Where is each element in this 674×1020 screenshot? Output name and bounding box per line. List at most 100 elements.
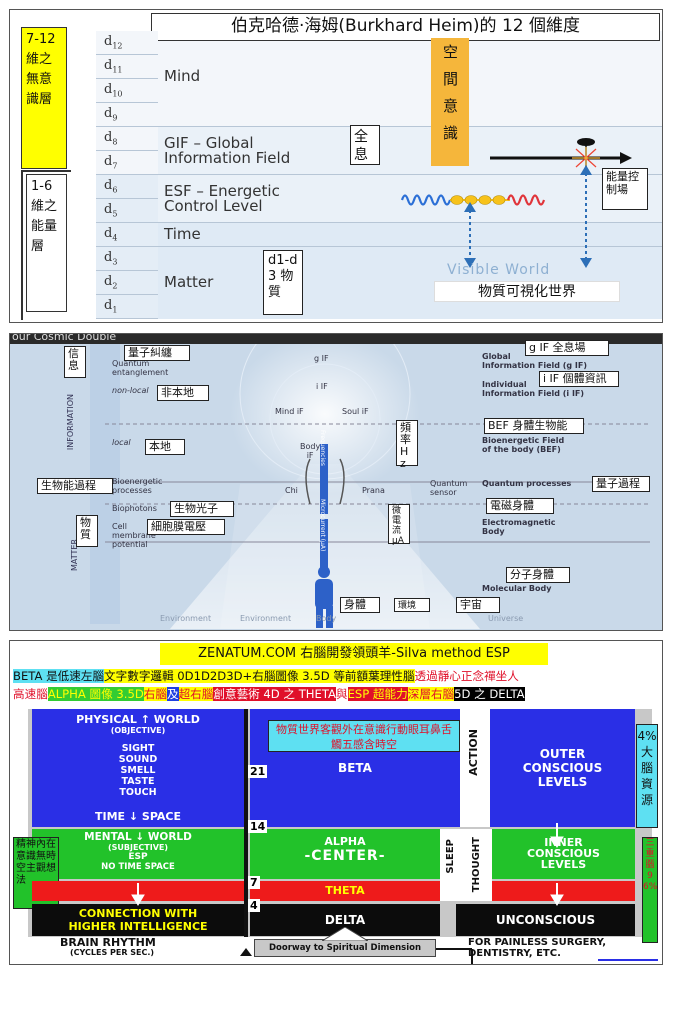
box-microvolt: 微電流 μA	[388, 504, 410, 546]
box-xinxi: 信息	[64, 346, 86, 378]
heim-dimensions-panel: 伯克哈德·海姆(Burkhard Heim)的 12 個維度 7-12 維之無意…	[9, 9, 663, 323]
band-matter: Matter	[164, 273, 214, 291]
alpha-block: ALPHA -CENTER-	[250, 829, 440, 879]
label-cell-membrane: Cell membrane potential	[112, 522, 156, 549]
label-body-if: Body iF	[300, 442, 321, 460]
four-percent-note: 4%大腦資源	[636, 724, 658, 828]
axis-information: INFORMATION	[66, 394, 75, 451]
painless-label: FOR PAINLESS SURGERY, DENTISTRY, ETC.	[468, 937, 606, 959]
box-molecular: 分子身體	[506, 567, 570, 583]
intro-segment: BETA 是低速左腦	[13, 669, 105, 683]
label-env1: Environment	[160, 614, 212, 623]
sense-item: TOUCH	[119, 787, 157, 798]
matter-band-bg	[158, 223, 662, 319]
thought-column: THOUGHT	[464, 829, 492, 901]
inner-levels-block: INNER CONSCIOUS LEVELS	[492, 829, 635, 879]
scale-14: 14	[248, 820, 268, 833]
label-individual-if: Individual Information Field (i IF)	[482, 380, 585, 398]
visible-world-arrows	[464, 165, 592, 268]
dimension-label: d11	[96, 55, 158, 79]
box-local: 本地	[145, 439, 185, 455]
box-body: 身體	[340, 597, 380, 613]
intro-segment: 及	[166, 687, 179, 701]
light-diagram	[90, 344, 650, 629]
dimension-label: d10	[96, 79, 158, 103]
box-iif: i IF 個體資訊	[539, 371, 619, 387]
label-env-mid: Environment	[240, 614, 292, 623]
group-unconscious: 7-12 維之無意識層	[21, 27, 67, 169]
page-title: 伯克哈德·海姆(Burkhard Heim)的 12 個維度	[151, 13, 660, 41]
cosmic-double-panel: our Cosmic Double INFORMATION MATTER Qua…	[9, 333, 663, 631]
label-em-body: Electromagnetic Body	[482, 518, 556, 536]
label-bef: Bioenergetic Field of the body (BEF)	[482, 436, 565, 454]
brain-rhythm-label: BRAIN RHYTHM	[60, 936, 156, 949]
intro-segment: 創意藝術 4D 之 THETA	[213, 687, 336, 701]
box-bef: BEF 身體生物能	[484, 418, 584, 434]
label-chi: Chi	[285, 486, 298, 495]
label-quantum-sensor: Quantum sensor	[430, 479, 468, 497]
sleep-column: SLEEP	[440, 829, 464, 901]
label-mind-if: Mind iF	[275, 407, 304, 416]
box-freq: 頻率Hz	[396, 420, 418, 470]
intro-segment: 與	[335, 687, 348, 701]
center-scale-line	[244, 709, 248, 937]
energy-wave-icon	[400, 194, 546, 206]
box-qubit: 量子糾纏	[124, 345, 190, 361]
intro-line-1: BETA 是低速左腦文字數字邏輯 0D1D2D3D+右腦圖像 3.5D 等前額葉…	[13, 667, 661, 685]
silva-brain-panel: ZENATUM.COM 右腦開發領頭羊-Silva method ESP BET…	[9, 640, 663, 965]
dimension-label: d9	[96, 103, 158, 127]
mental-world-block: MENTAL ↓ WORLD (SUBJECTIVE) ESP NO TIME …	[32, 829, 244, 879]
action-column: ACTION	[460, 709, 490, 827]
doorway-label: Doorway to Spiritual Dimension	[254, 939, 436, 957]
label-quantum-processes: Quantum processes	[482, 479, 572, 488]
dimension-label: d4	[96, 223, 158, 247]
box-bio-process: 生物能過程	[37, 478, 113, 494]
cycles-label: (CYCLES PER SEC.)	[70, 948, 155, 957]
box-universe: 宇宙	[456, 597, 500, 613]
header-strip	[10, 334, 662, 344]
energy-field-label: 能量控制場	[602, 168, 648, 210]
dimension-label: d5	[96, 199, 158, 223]
label-bio-processes: Bioenergetic processes	[112, 477, 163, 495]
intro-segment: 透過靜心正念禪坐人	[414, 669, 519, 683]
dimension-label: d6	[96, 175, 158, 199]
connection-block: CONNECTION WITH HIGHER INTELLIGENCE	[32, 904, 244, 936]
label-local: local	[112, 438, 131, 447]
scale-4: 4	[248, 899, 260, 912]
intro-segment: 高速腦	[13, 687, 48, 701]
dimension-label: d3	[96, 247, 158, 271]
band-mind: Mind	[158, 31, 662, 127]
quanxi-label: 全息	[350, 125, 380, 165]
divider-line	[21, 170, 71, 172]
label-body-bottom: Body	[316, 614, 337, 623]
zenatum-title: ZENATUM.COM 右腦開發領頭羊-Silva method ESP	[160, 643, 548, 665]
label-iif-center: i IF	[316, 382, 328, 391]
box-wuzhi: 物質	[76, 515, 98, 547]
outer-levels-block: OUTER CONSCIOUS LEVELS	[490, 709, 635, 827]
mind-band-bg	[158, 31, 662, 127]
box-membrane: 細胞膜電壓	[147, 519, 225, 535]
intro-segment: ESP 超能力	[347, 687, 408, 701]
label-global-if: Global Information Field (g IF)	[482, 352, 588, 370]
visible-world-zh: 物質可視化世界	[434, 281, 620, 302]
sense-item: SMELL	[120, 765, 156, 776]
divider-line	[21, 170, 23, 320]
label-frequencies: Frequencies	[319, 430, 326, 466]
label-molecular-body: Molecular Body	[482, 584, 552, 593]
header-cut: our Cosmic Double	[12, 333, 117, 343]
scale-21: 21	[248, 765, 268, 778]
theta-block: THETA	[250, 881, 440, 901]
brain96-note: 三重腦96%	[642, 837, 658, 943]
dimension-label: d2	[96, 271, 158, 295]
band-time: Time	[158, 223, 662, 247]
band-esf: ESF – Energetic Control Level	[158, 175, 662, 223]
underline-decor	[598, 959, 658, 961]
dimension-label: d12	[96, 31, 158, 55]
label-prana: Prana	[362, 486, 385, 495]
theta-right-block	[492, 881, 635, 901]
box-gif: g IF 全息場	[525, 340, 609, 356]
intro-segment: 深層右腦	[407, 687, 455, 701]
label-quantum-entanglement: Quantum entanglement	[112, 359, 169, 377]
